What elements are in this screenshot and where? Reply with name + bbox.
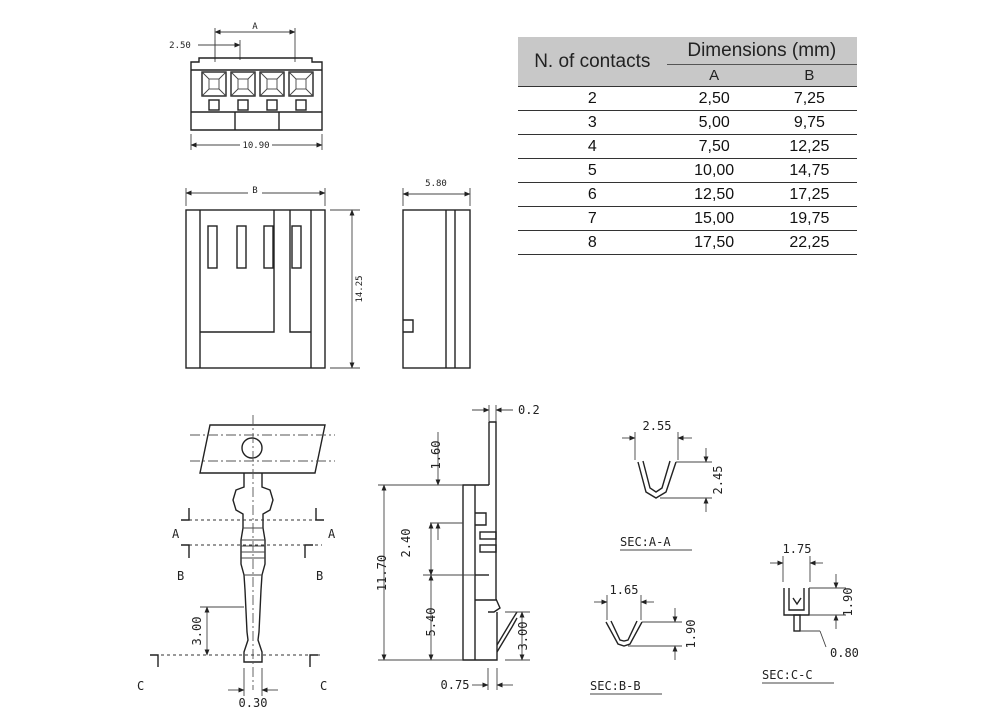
dimensions-table: N. of contacts Dimensions (mm) A B 2 2,5… <box>518 37 857 255</box>
dim-5-40: 5.40 <box>424 608 438 637</box>
dim-0-30: 0.30 <box>239 696 268 710</box>
dim-side-3-00: 3.00 <box>516 622 530 651</box>
table-row: 8 17,50 22,25 <box>518 230 857 255</box>
sec-a-left: A <box>172 527 180 541</box>
cell-b: 14,75 <box>761 158 857 183</box>
sec-a-label: SEC:A-A <box>620 535 671 549</box>
sec-b-right: B <box>316 569 323 583</box>
cell-a: 12,50 <box>666 182 762 207</box>
dim-depth-label: 5.80 <box>425 179 447 189</box>
sec-c-label: SEC:C-C <box>762 668 813 682</box>
cell-a: 5,00 <box>666 110 762 135</box>
housing-front-view: B 14.25 <box>185 185 365 369</box>
cell-contacts: 6 <box>518 182 667 207</box>
cell-b: 22,25 <box>761 230 857 255</box>
sec-a-height: 2.45 <box>711 466 725 495</box>
cell-b: 9,75 <box>761 110 857 135</box>
section-a-a: 2.55 2.45 SEC:A-A <box>620 419 725 551</box>
dim-b-label: B <box>252 186 257 196</box>
cell-a: 2,50 <box>666 86 762 111</box>
section-c-c: 1.75 1.90 0.80 SEC:C-C <box>762 542 859 684</box>
cell-a: 10,00 <box>666 158 762 183</box>
dim-1-60: 1.60 <box>429 441 443 470</box>
sec-c-width: 1.75 <box>783 542 812 556</box>
dim-width-label: 10.90 <box>242 141 269 151</box>
table-row: 7 15,00 19,75 <box>518 206 857 231</box>
table-row: 3 5,00 9,75 <box>518 110 857 135</box>
sec-c-left: C <box>137 679 144 693</box>
sec-a-right: A <box>328 527 336 541</box>
terminal-side-view: 0.2 11.70 1.60 2.40 5.40 3.00 0.75 <box>375 403 540 692</box>
dim-thickness: 0.2 <box>518 403 540 417</box>
sec-b-height: 1.90 <box>684 620 698 649</box>
dim-2-40: 2.40 <box>399 529 413 558</box>
cell-contacts: 3 <box>518 110 667 135</box>
dim-pitch-label: 2.50 <box>169 41 191 51</box>
dim-11-70: 11.70 <box>375 555 389 591</box>
header-contacts: N. of contacts <box>518 37 667 87</box>
cell-contacts: 2 <box>518 86 667 111</box>
cell-a: 17,50 <box>666 230 762 255</box>
table-row: 6 12,50 17,25 <box>518 182 857 207</box>
dim-0-75: 0.75 <box>441 678 470 692</box>
section-b-b: 1.65 1.90 SEC:B-B <box>590 583 698 695</box>
dim-front-3-00: 3.00 <box>190 617 204 646</box>
cell-contacts: 7 <box>518 206 667 231</box>
cell-b: 12,25 <box>761 134 857 159</box>
cell-b: 19,75 <box>761 206 857 231</box>
header-a: A <box>666 64 762 87</box>
cell-contacts: 5 <box>518 158 667 183</box>
sec-a-width: 2.55 <box>643 419 672 433</box>
sec-c-extra: 0.80 <box>830 646 859 660</box>
dim-height-label: 14.25 <box>355 275 365 302</box>
housing-side-view: 5.80 <box>402 179 471 369</box>
sec-b-label: SEC:B-B <box>590 679 641 693</box>
cell-b: 7,25 <box>761 86 857 111</box>
table-row: 2 2,50 7,25 <box>518 86 857 111</box>
header-dimensions: Dimensions (mm) <box>666 37 857 65</box>
sec-b-left: B <box>177 569 184 583</box>
table-row: 4 7,50 12,25 <box>518 134 857 159</box>
sec-c-height: 1.90 <box>841 588 855 617</box>
table-row: 5 10,00 14,75 <box>518 158 857 183</box>
terminal-front-view: A A B B C C 3.00 0.30 <box>137 415 336 710</box>
cell-a: 7,50 <box>666 134 762 159</box>
housing-top-view: A 2.50 10.90 <box>169 22 323 151</box>
sec-b-width: 1.65 <box>610 583 639 597</box>
cell-contacts: 8 <box>518 230 667 255</box>
header-b: B <box>761 64 857 87</box>
cell-contacts: 4 <box>518 134 667 159</box>
cell-b: 17,25 <box>761 182 857 207</box>
dim-a-label: A <box>252 22 258 32</box>
sec-c-right: C <box>320 679 327 693</box>
cell-a: 15,00 <box>666 206 762 231</box>
